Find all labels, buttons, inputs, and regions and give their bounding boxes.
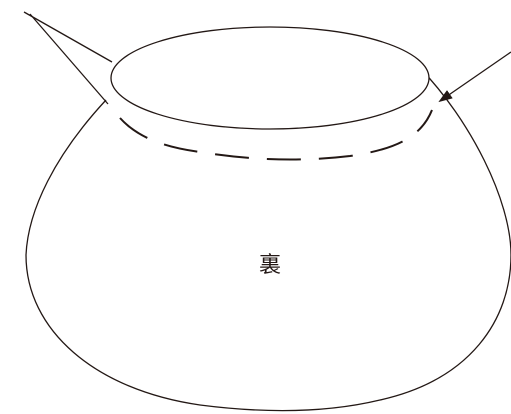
opening-ellipse xyxy=(111,27,429,129)
leader-line-lower xyxy=(30,14,108,104)
leader-line-upper xyxy=(24,12,112,62)
center-label: 裏 xyxy=(259,253,281,278)
stitch-arrow xyxy=(440,52,511,101)
